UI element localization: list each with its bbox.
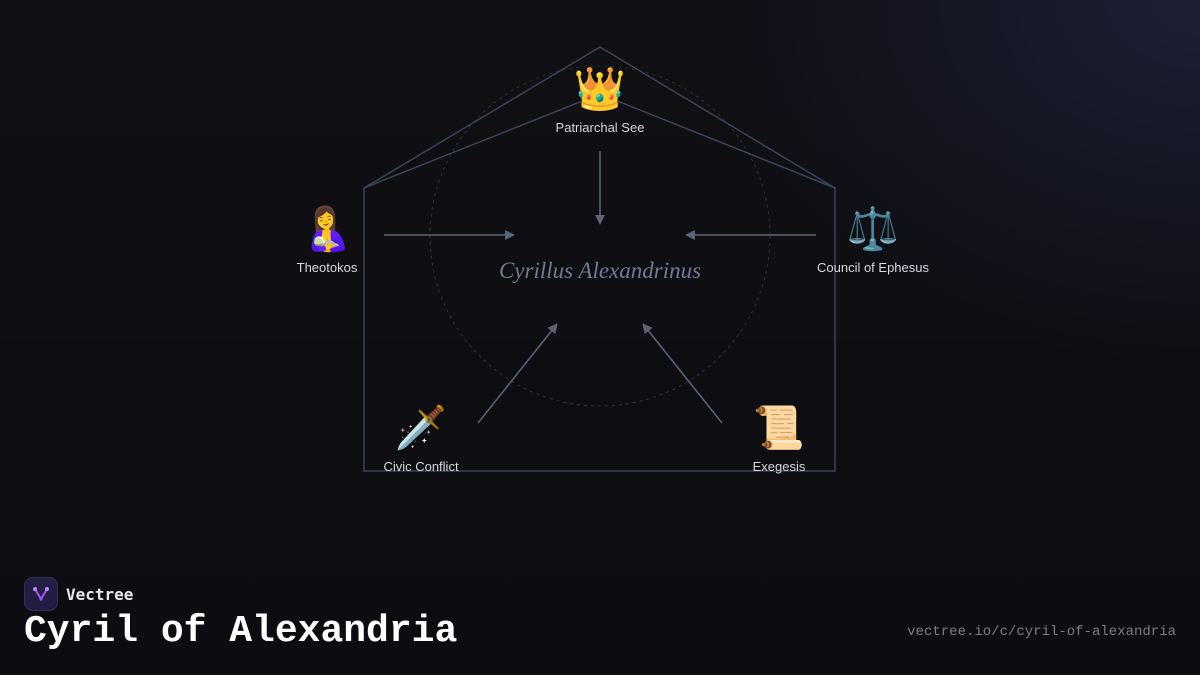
page-title: Cyril of Alexandria [24, 610, 458, 653]
roof-link-left [363, 93, 601, 189]
node-label: Council of Ephesus [816, 260, 929, 275]
house-frame [363, 46, 836, 472]
brand[interactable]: Vectree [24, 577, 133, 611]
node-exegesis[interactable]: 📜 Exegesis [719, 403, 839, 474]
center-label: Cyrillus Alexandrinus [498, 258, 702, 283]
node-label: Exegesis [752, 459, 806, 474]
node-civic-conflict[interactable]: 🗡️ Civic Conflict [361, 403, 481, 474]
mother-nursing-icon: 🤱 [300, 204, 354, 253]
node-theotokos[interactable]: 🤱 Theotokos [267, 204, 387, 275]
page-url[interactable]: vectree.io/c/cyril-of-alexandria [907, 624, 1176, 640]
node-patriarchal-see[interactable]: 👑 Patriarchal See [540, 64, 660, 135]
node-label: Theotokos [296, 260, 358, 275]
arrow-exegesis [642, 323, 723, 424]
node-label: Civic Conflict [383, 459, 459, 474]
vectree-logo-icon [24, 577, 58, 611]
node-label: Patriarchal See [555, 120, 645, 135]
arrow-civic-conflict [477, 323, 558, 424]
scales-icon: ⚖️ [846, 204, 900, 253]
brand-name: Vectree [66, 584, 134, 604]
roof-link-right [599, 93, 836, 189]
dagger-icon: 🗡️ [394, 403, 448, 452]
center-ring [429, 65, 771, 407]
crown-icon: 👑 [573, 64, 627, 113]
scroll-icon: 📜 [752, 403, 806, 452]
node-council-of-ephesus[interactable]: ⚖️ Council of Ephesus [803, 204, 943, 275]
